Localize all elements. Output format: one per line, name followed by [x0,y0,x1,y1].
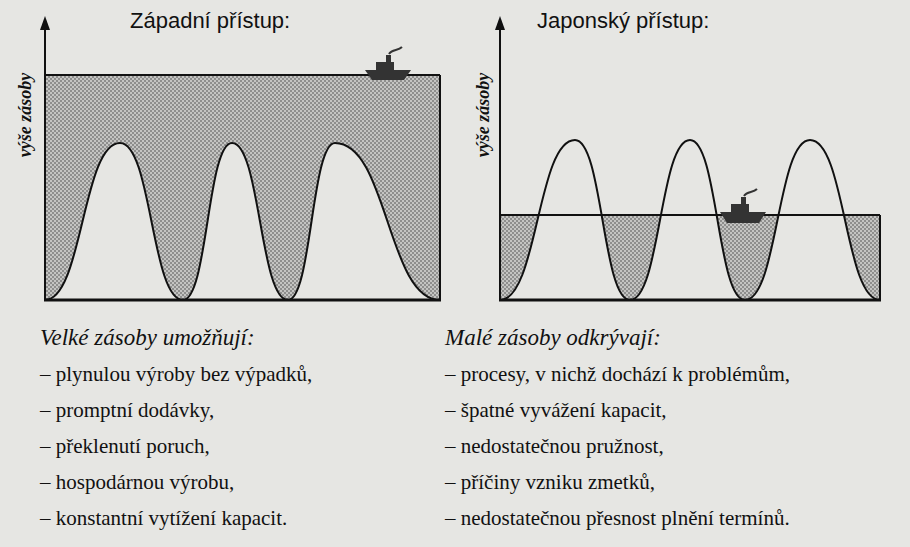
list-item: – překlenutí poruch, [40,434,210,458]
y-axis [499,28,501,300]
list-item: – konstantní vytížení kapacit. [40,506,287,530]
inventory-water [45,75,440,300]
ship-hull [365,70,411,80]
problem-rocks [500,140,880,300]
list-item: – procesy, v nichž dochází k problémům, [445,362,790,386]
ship-smoke [744,189,757,196]
problem-rocks [45,143,440,300]
axis-label: výše zásoby [472,73,494,157]
tank-wall [439,75,441,300]
ship-funnel [386,55,391,63]
axis-arrowhead [495,16,505,30]
axis-arrowhead [40,16,50,30]
list-item: – nedostatečnou pružnost, [445,434,664,458]
list-item: – hospodárnou výrobu, [40,470,234,494]
water-level [500,214,880,216]
ship-icon [720,189,766,223]
x-axis [499,299,881,302]
x-axis [44,299,441,302]
ship-smoke [389,47,402,54]
ship-hull [720,212,766,223]
ship-cabin [376,62,394,70]
ship-funnel [741,197,746,205]
list-item: – špatné vyvážení kapacit, [445,398,667,422]
panel-title: Západní přístup: [130,8,290,34]
list-heading: Malé zásoby odkrývají: [445,324,661,351]
list-item: – nedostatečnou přesnost plnění termínů. [445,506,790,530]
tank-wall [879,215,881,300]
list-item: – promptní dodávky, [40,398,214,422]
axis-label: výše zásoby [14,73,36,157]
y-axis [44,28,46,300]
list-item: – příčiny vzniku zmetků, [445,470,655,494]
panel-title: Japonský přístup: [537,8,709,34]
ship-cabin [731,204,749,212]
ship-icon [365,47,411,80]
list-item: – plynulou výroby bez výpadků, [40,362,312,386]
list-heading: Velké zásoby umožňují: [40,324,255,351]
